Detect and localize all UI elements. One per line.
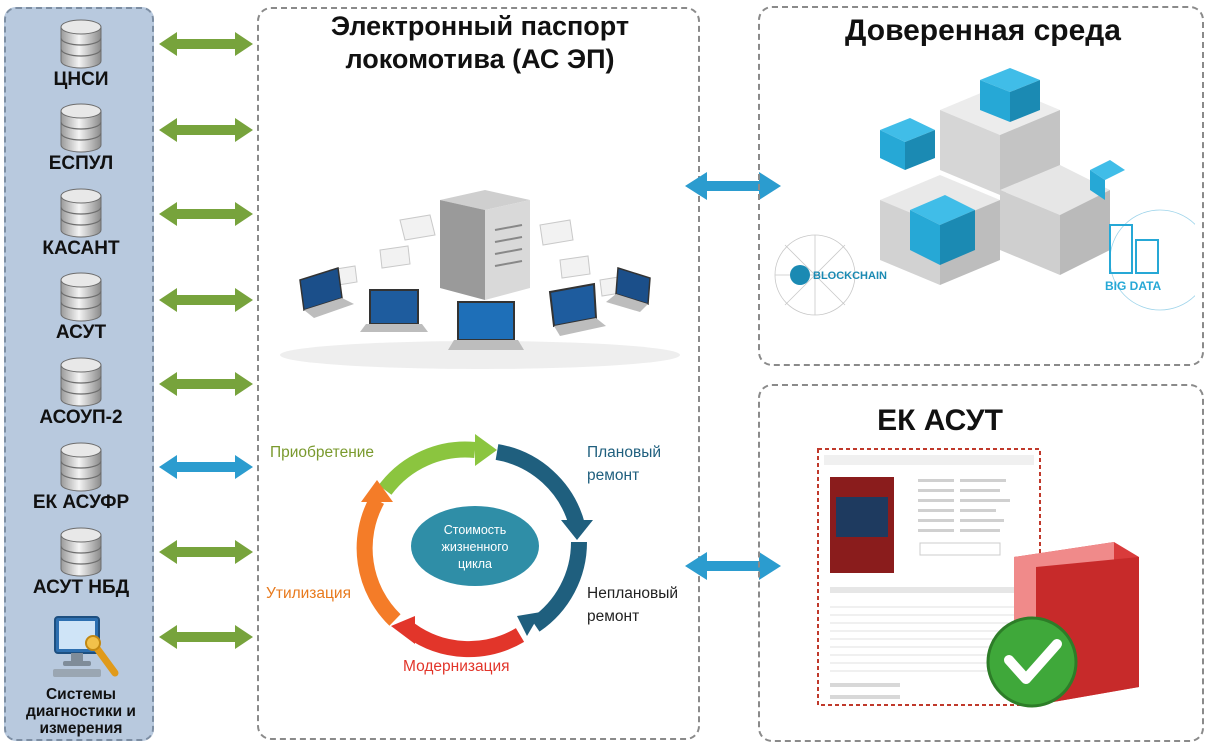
laptop-icon	[448, 301, 524, 350]
svg-text:BIG DATA: BIG DATA	[1105, 279, 1162, 293]
bigdata-logo: BIG DATA	[1105, 224, 1162, 293]
cycle-arrow-planned	[495, 444, 593, 540]
system-label: ЕК АСУФР	[32, 492, 130, 513]
database-ek-asufr: ЕК АСУФР	[6, 442, 156, 513]
arrow-trusted-env	[685, 172, 781, 200]
svg-text:BLOCKCHAIN: BLOCKCHAIN	[813, 270, 887, 282]
stage-disposal: Утилизация	[266, 585, 351, 602]
arrow-asoup2	[159, 372, 253, 396]
cycle-arrow-unplanned	[517, 541, 588, 636]
system-label: КАСАНТ	[42, 238, 120, 259]
diagnostics-label: Системы диагностики и измерения	[26, 686, 136, 737]
database-cnsi: ЦНСИ	[6, 19, 156, 90]
database-asut: АСУТ	[6, 272, 156, 343]
laptop-icon	[360, 289, 428, 332]
database-icon	[58, 19, 104, 69]
arrow-ek-asufr	[159, 455, 253, 479]
passport-title: Электронный паспорт локомотива (АС ЭП)	[330, 11, 630, 74]
stage-planned-repair: Плановый ремонт	[587, 444, 662, 484]
database-icon	[58, 527, 104, 577]
database-asoup2: АСОУП-2	[6, 357, 156, 428]
passport-panel	[257, 7, 700, 740]
ek-asut-screenshot-illustration	[817, 448, 1139, 708]
laptop-icon	[606, 267, 651, 312]
system-label: ЦНСИ	[53, 69, 109, 90]
connector-arrows	[159, 32, 253, 649]
ek-asut-panel	[758, 384, 1204, 742]
lifecycle-center	[411, 506, 539, 586]
arrow-ek-asut	[685, 552, 781, 580]
stage-acquisition: Приобретение	[270, 444, 375, 461]
trusted-env-title: Доверенная среда	[845, 14, 1121, 47]
laptop-icon	[548, 282, 606, 336]
arrow-espul	[159, 118, 253, 142]
cycle-arrow-disposal	[356, 480, 401, 626]
arrow-asut	[159, 288, 253, 312]
lifecycle-cycle-diagram	[356, 434, 593, 658]
database-kasant: КАСАНТ	[6, 188, 156, 259]
cube-stack	[880, 68, 1125, 285]
diagnostics-computer-icon	[53, 616, 119, 677]
lifecycle-center-label: Стоимость жизненного цикла	[441, 523, 509, 571]
system-label: АСУТ НБД	[32, 577, 130, 598]
cycle-arrow-modernization	[391, 616, 525, 658]
trusted-env-cube-illustration: BLOCKCHAIN BIG DATA	[774, 68, 1195, 316]
database-asut-nbd: АСУТ НБД	[6, 527, 156, 598]
trusted-env-panel	[758, 6, 1204, 366]
database-icon	[58, 442, 104, 492]
checkmark-icon	[986, 616, 1078, 708]
database-icon	[58, 272, 104, 322]
database-icon	[58, 103, 104, 153]
database-icon	[58, 188, 104, 238]
arrow-asut-nbd	[159, 540, 253, 564]
source-systems-panel: ЦНСИ ЕСПУЛ КАСАНТ АСУТ АСОУП-2 ЕК АСУФР …	[4, 7, 154, 741]
stage-modernization: Модернизация	[403, 658, 510, 675]
arrow-kasant	[159, 202, 253, 226]
ek-asut-title: ЕК АСУТ	[877, 404, 1003, 437]
arrow-diagnostics	[159, 625, 253, 649]
system-label: ЕСПУЛ	[48, 153, 114, 174]
database-icon	[58, 357, 104, 407]
blockchain-logo: BLOCKCHAIN	[790, 265, 887, 285]
system-label: АСУТ	[55, 322, 107, 343]
server-network-illustration	[280, 190, 680, 369]
cycle-arrow-acquisition	[378, 434, 497, 495]
arrow-cnsi	[159, 32, 253, 56]
database-espul: ЕСПУЛ	[6, 103, 156, 174]
stage-unplanned-repair: Неплановый ремонт	[587, 585, 679, 625]
laptop-icon	[299, 267, 354, 318]
server-icon	[440, 190, 530, 300]
system-label: АСОУП-2	[39, 407, 123, 428]
